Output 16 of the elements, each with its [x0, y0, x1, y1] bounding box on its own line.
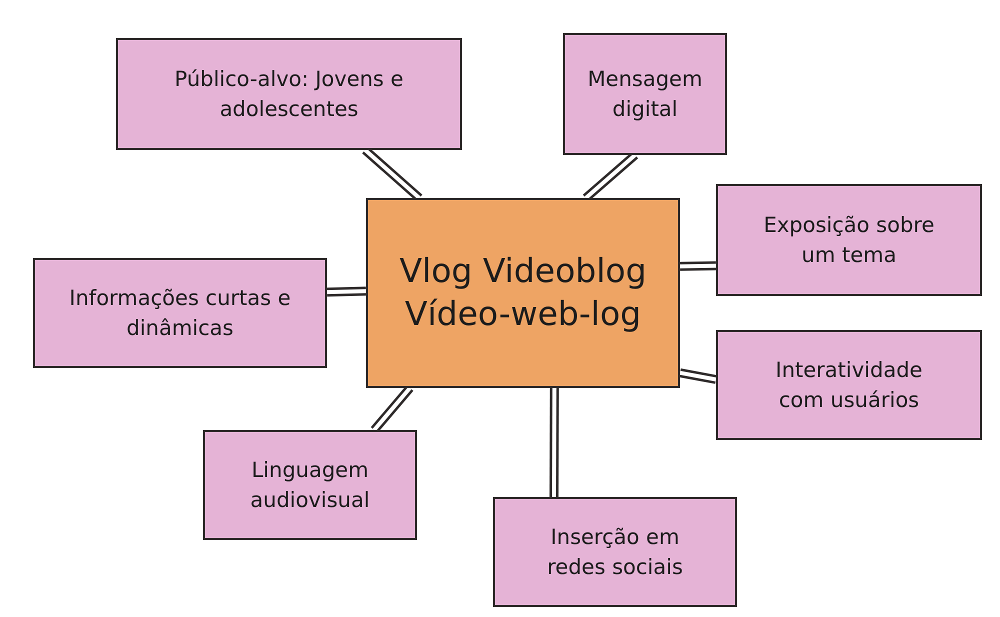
topic-text: Inserção em redes sociais — [546, 524, 684, 581]
topic-box — [493, 497, 737, 607]
topic-box — [563, 33, 727, 155]
topic-text: Público-alvo: Jovens e adolescentes — [174, 66, 404, 123]
topic-text: Exposição sobre um tema — [762, 212, 936, 269]
topic-text: Interatividade com usuários — [774, 356, 924, 414]
topic-box — [716, 330, 982, 440]
topic-box — [33, 258, 327, 368]
topic-text: Linguagem audiovisual — [249, 456, 371, 514]
topic-text: Mensagem digital — [586, 66, 704, 123]
topic-text: Informações curtas e dinâmicas — [68, 284, 292, 342]
topic-box — [203, 430, 417, 540]
central-topic-box — [366, 198, 680, 388]
central-topic-text: Vlog Videoblog Vídeo-web-log — [398, 250, 648, 335]
topic-box — [716, 184, 982, 296]
topic-box — [116, 38, 462, 150]
